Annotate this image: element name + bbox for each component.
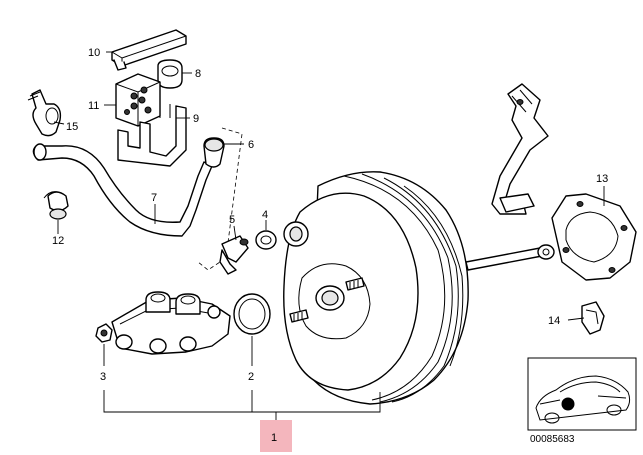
part-12-clamp[interactable]: [43, 191, 69, 220]
push-rod[interactable]: [465, 244, 555, 271]
part-13-gasket[interactable]: [551, 193, 637, 281]
callout-10: 10: [88, 47, 100, 59]
callout-labels: 10 8 11 9 15 6 7 12 5 4 13 14 3 2: [52, 47, 608, 383]
callout-8: 8: [195, 68, 201, 80]
part-8-grommet[interactable]: [157, 59, 183, 89]
part-15-elbow-connector[interactable]: [27, 89, 62, 137]
dashed-group-outline: [197, 127, 243, 271]
callout-11: 11: [88, 100, 99, 112]
callout-7: 7: [151, 192, 157, 204]
brake-booster[interactable]: [283, 171, 469, 405]
part-11-seal-plate[interactable]: [115, 73, 161, 127]
part-9-bracket[interactable]: [117, 104, 187, 167]
part-5-check-valve[interactable]: [219, 235, 249, 275]
callout-12: 12: [52, 235, 64, 247]
callout-13: 13: [596, 173, 608, 185]
part-14-clip[interactable]: [581, 301, 605, 335]
callout-6: 6: [248, 139, 254, 151]
callout-2: 2: [248, 371, 254, 383]
part-7-vacuum-hose[interactable]: [32, 143, 213, 237]
callout-14: 14: [548, 315, 560, 327]
callout-3: 3: [100, 371, 106, 383]
callout-5: 5: [229, 214, 235, 226]
part-10-cover-strip[interactable]: [111, 29, 187, 71]
leader-lines: [53, 51, 605, 420]
callout-1: 1: [271, 432, 277, 444]
callout-15: 15: [66, 121, 78, 133]
brake-pedal[interactable]: [491, 83, 549, 215]
vehicle-thumbnail: [527, 357, 637, 431]
master-cylinder[interactable]: [111, 291, 231, 355]
callout-1-highlight[interactable]: 1: [260, 420, 292, 452]
part-3-nut[interactable]: [95, 323, 113, 343]
callout-1-box: [260, 420, 292, 452]
part-4-seal-ring[interactable]: [255, 230, 277, 250]
part-2-o-ring[interactable]: [233, 293, 271, 335]
callout-4: 4: [262, 209, 268, 221]
callout-9: 9: [193, 113, 199, 125]
part-6-hose-end[interactable]: [203, 137, 225, 168]
catalog-number: 00085683: [530, 434, 575, 445]
